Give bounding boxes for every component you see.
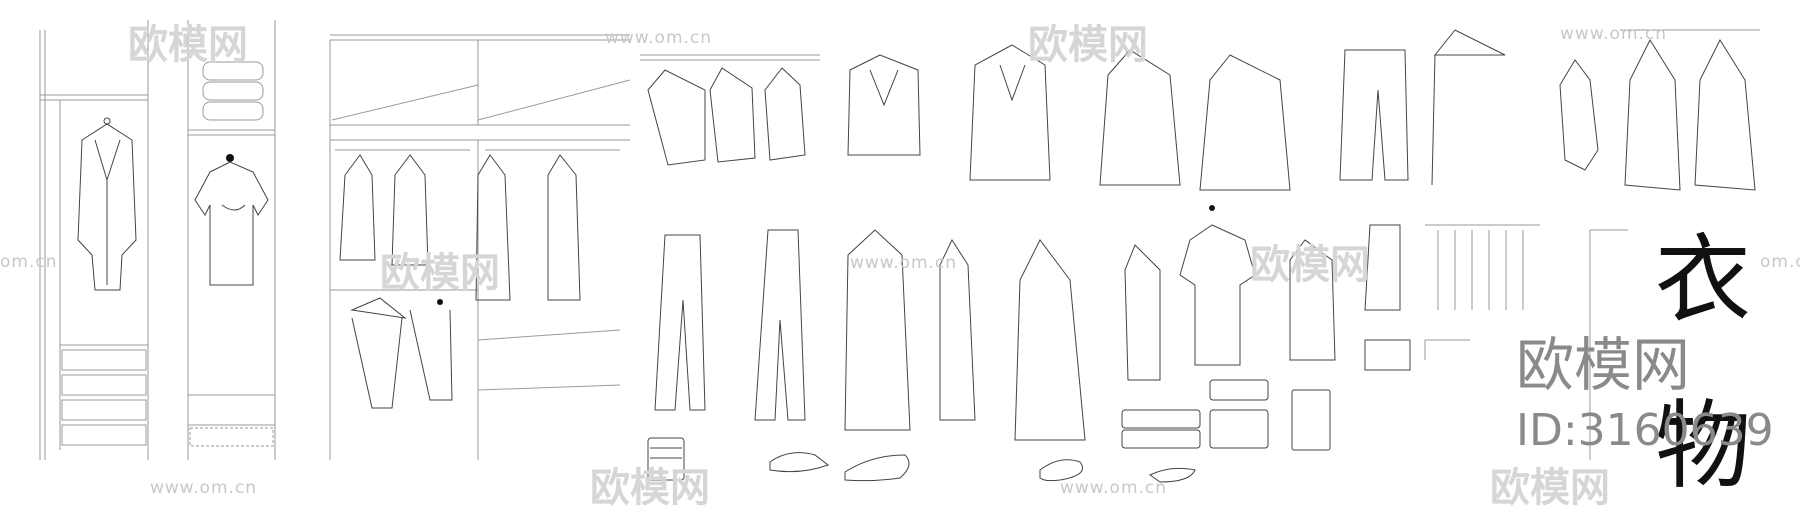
watermark-logo: 欧模网: [1490, 465, 1610, 511]
watermark-logo: 欧模网: [1250, 242, 1370, 288]
folded-clothes-icon: [202, 61, 264, 121]
shirt-icon: [194, 154, 269, 286]
title-char-bottom: 物: [1655, 390, 1751, 502]
watermark-url: www.om.cn: [605, 28, 713, 48]
watermark-url: www.om.cn: [150, 478, 258, 498]
folded-clothes-icon: [1121, 379, 1331, 451]
shirt-icon: [1124, 244, 1161, 381]
wall-frame: [1424, 229, 1628, 460]
jacket-icon: [77, 117, 137, 291]
hanging-shirts-row: [640, 54, 820, 166]
tie-icon: [1559, 59, 1599, 171]
watermark-url: www.om.cn: [1060, 478, 1168, 498]
trousers-icon: [754, 229, 806, 421]
jacket-icon: [939, 238, 976, 421]
watermark-url: om.cn: [1760, 252, 1800, 272]
title-char-top: 衣: [1655, 224, 1751, 336]
jacket-icon: [844, 229, 911, 431]
trousers-icon: [1339, 49, 1409, 181]
jacket-icon: [1199, 54, 1291, 191]
hanger-icon: [350, 297, 453, 409]
watermark-logo: 欧模网: [590, 465, 710, 511]
watermark-url: www.om.cn: [850, 253, 958, 273]
wardrobe-second: [187, 20, 276, 460]
shirt-icon: [1289, 239, 1336, 361]
trousers-icon: [1364, 224, 1411, 371]
trousers-icon: [654, 234, 706, 411]
dress-icon: [1620, 29, 1760, 191]
shoe-icon: [769, 452, 1196, 483]
jacket-icon: [1099, 49, 1181, 186]
jacket-icon: [847, 54, 921, 156]
hanging-coats-left: [339, 154, 581, 301]
watermark-url: om.cn: [0, 252, 58, 272]
shirt-icon: [1179, 205, 1256, 366]
watermark-logo: 欧模网: [1028, 22, 1148, 68]
jacket-icon: [969, 44, 1051, 181]
watermark-logo: 欧模网: [380, 250, 500, 296]
wardrobe-left: [39, 20, 149, 460]
watermark-url: www.om.cn: [1560, 24, 1668, 44]
watermark-site-name: 欧模网: [1516, 331, 1691, 399]
watermark-logo: 欧模网: [128, 22, 248, 68]
folded-clothes-icon: [647, 437, 685, 481]
hanger-icon: [1431, 29, 1506, 186]
watermark-id: ID:3160639: [1516, 405, 1774, 456]
hanging-ties-rack: [1425, 224, 1540, 310]
dress-icon: [1014, 239, 1086, 441]
